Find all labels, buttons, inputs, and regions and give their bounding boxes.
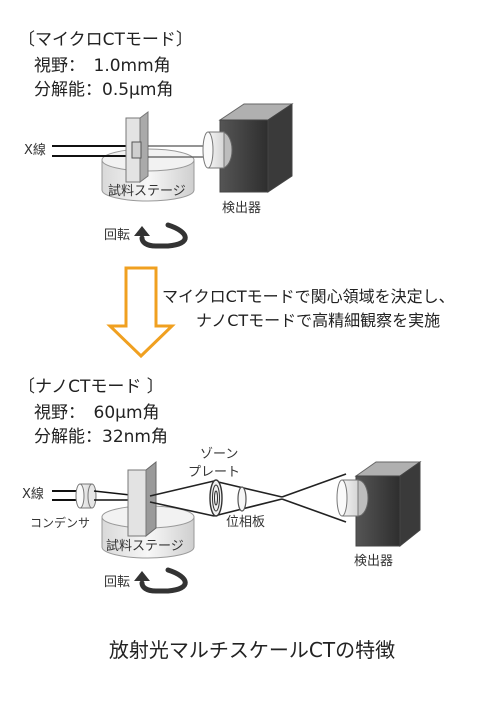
nano-rotation-arrow: [134, 567, 188, 594]
figure-caption: 放射光マルチスケールCTの特徴: [108, 638, 396, 662]
nano-resolution: 分解能：32nm角: [34, 427, 168, 447]
zone-plate-label-line1: ゾーン: [200, 447, 239, 462]
micro-ct-setup: [52, 103, 294, 249]
nano-rotation-label: 回転: [104, 575, 131, 590]
nano-sample-plate: [127, 460, 157, 538]
micro-xray-beam: [52, 145, 133, 157]
nano-imaging-beam: [149, 473, 347, 523]
condenser: [75, 483, 97, 509]
micro-detector-label: 検出器: [222, 201, 262, 216]
transition-text-line2: ナノCTモードで高精細観察を実施: [196, 311, 441, 330]
nano-stage-label: 試料ステージ: [106, 539, 184, 554]
micro-sample-plate: [125, 111, 149, 183]
nano-detector-label: 検出器: [354, 554, 394, 569]
micro-rotation-label: 回転: [104, 228, 131, 243]
micro-stage-label: 試料ステージ: [108, 184, 186, 199]
mode-transition-arrow: [106, 266, 176, 359]
nano-mode-heading: 〔ナノCTモード 〕: [18, 377, 164, 397]
micro-transmitted-beam: [148, 145, 212, 158]
micro-xray-label: X線: [24, 143, 46, 158]
micro-resolution: 分解能：0.5μm角: [34, 80, 174, 100]
zone-plate: [209, 479, 223, 517]
condenser-label: コンデンサ: [30, 516, 91, 530]
nano-xray-label: X線: [22, 487, 44, 502]
phase-plate: [237, 486, 247, 512]
zone-plate-label-line2: プレート: [188, 465, 241, 480]
micro-field-of-view: 視野： 1.0mm角: [34, 56, 171, 76]
nano-xray-beam: [52, 490, 80, 501]
phase-plate-label: 位相板: [226, 515, 266, 530]
transition-text-line1: マイクロCTモードで関心領域を決定し、: [162, 287, 455, 306]
micro-mode-heading: 〔マイクロCTモード〕: [18, 30, 193, 50]
micro-detector: [202, 103, 294, 193]
nano-field-of-view: 視野： 60μm角: [34, 403, 160, 423]
nano-detector: [336, 461, 422, 548]
nano-ct-setup: [52, 460, 422, 594]
micro-rotation-arrow: [134, 222, 188, 249]
